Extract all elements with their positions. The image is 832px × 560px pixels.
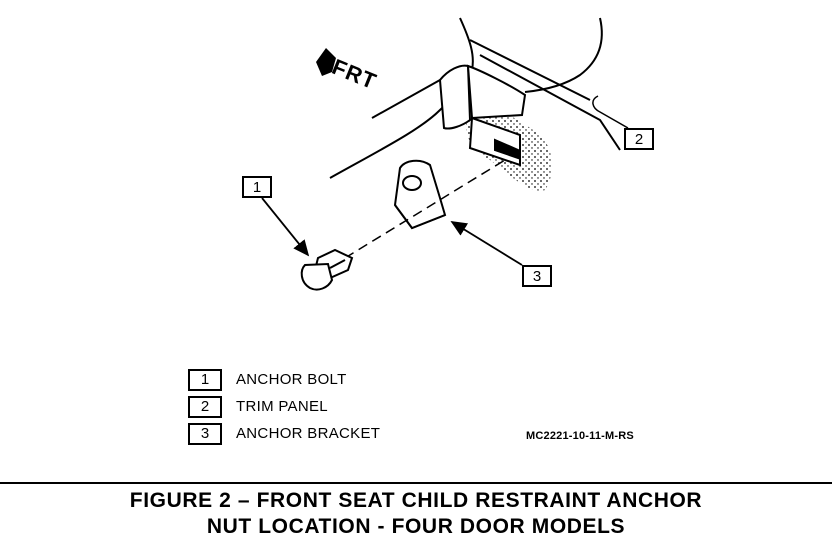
figure-caption: FIGURE 2 – FRONT SEAT CHILD RESTRAINT AN… — [0, 488, 832, 540]
callout-2: 2 — [624, 128, 654, 150]
anchor-bolt — [300, 248, 354, 291]
divider — [0, 482, 832, 484]
anchor-diagram — [261, 17, 629, 291]
front-direction-arrow — [316, 48, 336, 76]
callout-3-arrow — [450, 221, 523, 266]
callout-1-arrow — [261, 197, 310, 257]
callout-3: 3 — [522, 265, 552, 287]
legend-label: ANCHOR BRACKET — [236, 425, 381, 442]
legend-row: 3 ANCHOR BRACKET — [188, 420, 380, 447]
legend: 1 ANCHOR BOLT 2 TRIM PANEL 3 ANCHOR BRAC… — [188, 366, 380, 447]
part-code: MC2221-10-11-M-RS — [526, 430, 634, 442]
anchor-bracket — [393, 159, 447, 230]
callout-2-leader — [592, 95, 629, 129]
legend-label: TRIM PANEL — [236, 398, 328, 415]
legend-label: ANCHOR BOLT — [236, 371, 347, 388]
legend-row: 1 ANCHOR BOLT — [188, 366, 380, 393]
legend-number: 1 — [188, 368, 222, 391]
legend-number: 2 — [188, 395, 222, 418]
legend-row: 2 TRIM PANEL — [188, 393, 380, 420]
trim-panel — [438, 64, 527, 167]
caption-line-2: NUT LOCATION - FOUR DOOR MODELS — [206, 515, 626, 538]
callout-1: 1 — [242, 176, 272, 198]
caption-line-1: FIGURE 2 – FRONT SEAT CHILD RESTRAINT AN… — [129, 489, 703, 512]
legend-number: 3 — [188, 422, 222, 445]
